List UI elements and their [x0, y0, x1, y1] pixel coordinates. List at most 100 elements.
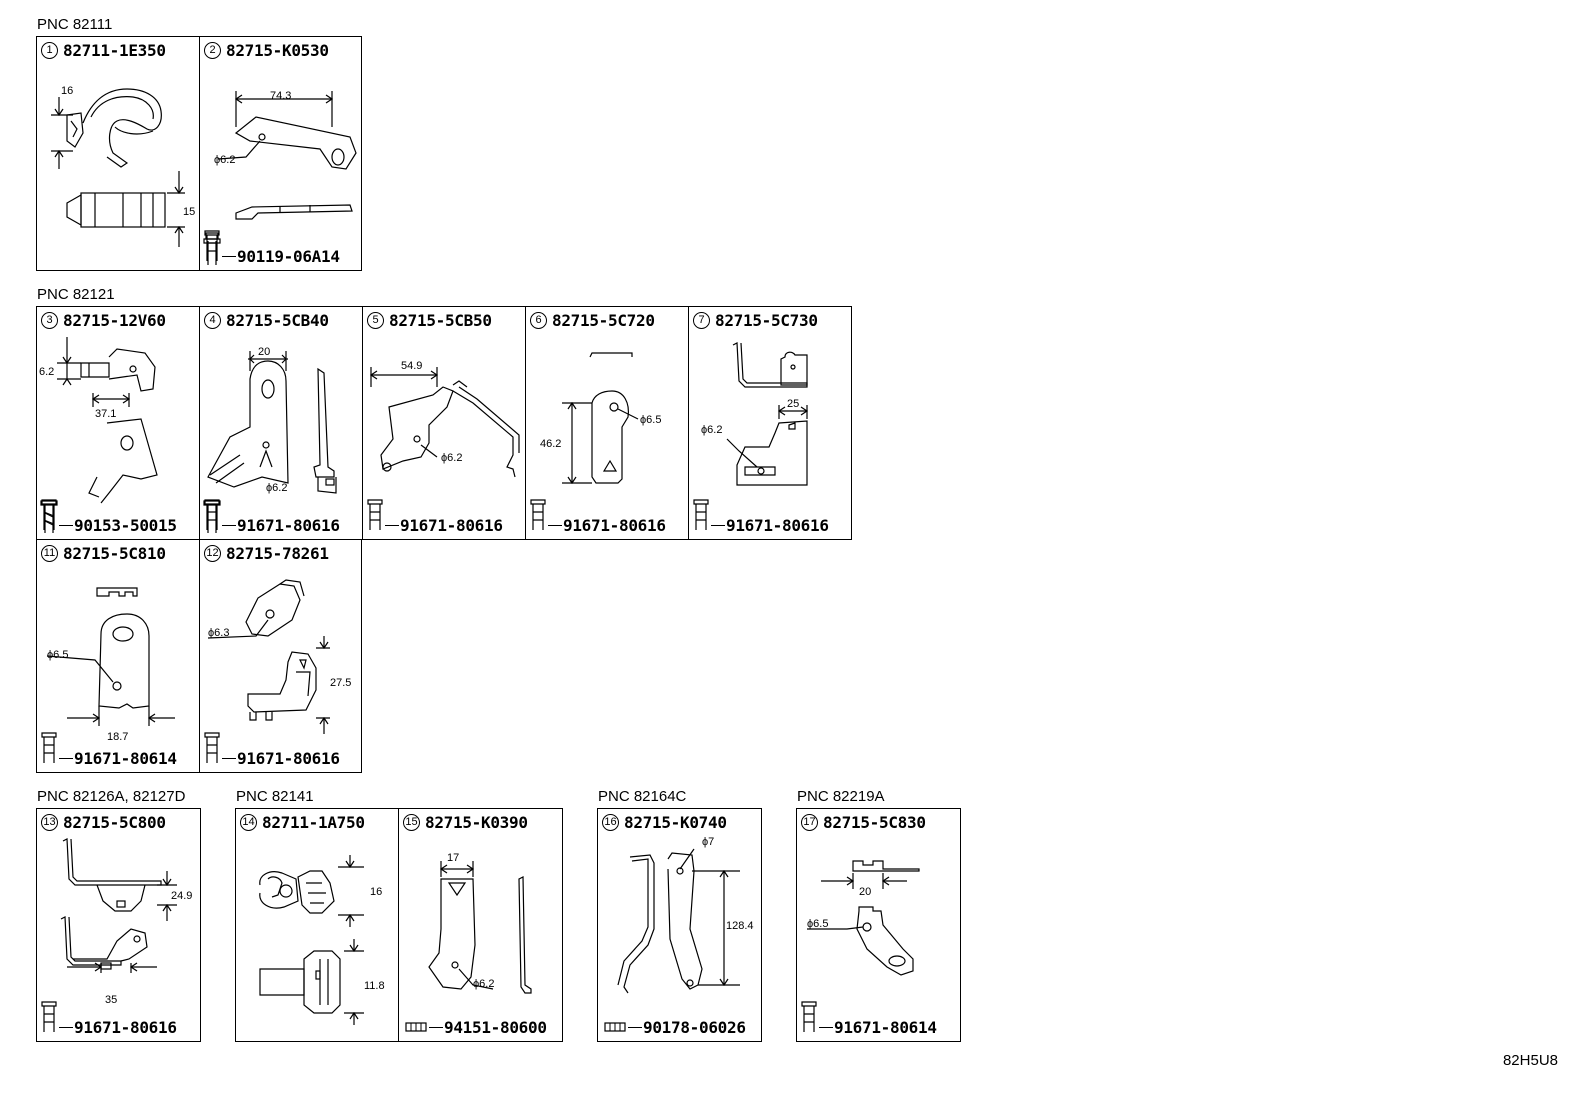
dim-25: 25 [787, 398, 799, 410]
callout-number: 16 [602, 814, 619, 831]
panel-part-2[interactable]: 74.3 ϕ6.2 2 82715-K0530 90119-06A14 [199, 36, 362, 271]
dim-dia-6-3: ϕ6.3 [208, 627, 229, 639]
fastener-3: 90153-50015 [57, 516, 177, 535]
dim-74-3: 74.3 [270, 90, 291, 102]
part-header-11: 11 82715-5C810 [41, 544, 166, 563]
part-number[interactable]: 82715-K0530 [226, 41, 329, 60]
group-label-82219a: PNC 82219A [797, 788, 885, 805]
panel-part-5[interactable]: 54.9 ϕ6.2 5 82715-5CB50 91671-80616 [362, 306, 527, 540]
bracket-drawing-7: 25 ϕ6.2 [701, 342, 809, 486]
dim-dia-6-2: ϕ6.2 [441, 452, 462, 464]
panel-part-1[interactable]: 16 15 1 82711-1E350 [36, 36, 201, 271]
part-number[interactable]: 82715-5C830 [823, 813, 926, 832]
callout-number: 7 [693, 312, 710, 329]
panel-part-7[interactable]: 25 ϕ6.2 7 82715-5C730 91671-80616 [688, 306, 852, 540]
part-header-15: 15 82715-K0390 [403, 813, 528, 832]
callout-number: 2 [204, 42, 221, 59]
callout-number: 1 [41, 42, 58, 59]
dim-dia-6-2: ϕ6.2 [473, 978, 494, 990]
bracket-drawing-13: 24.9 35 [60, 838, 192, 1006]
group-label-82126a: PNC 82126A, 82127D [37, 788, 186, 805]
fastener-13: 91671-80616 [57, 1018, 177, 1037]
part-header-5: 5 82715-5CB50 [367, 311, 492, 330]
panel-part-4[interactable]: 20 ϕ6.2 4 82715-5CB40 91671-80616 [199, 306, 364, 540]
part-number[interactable]: 82715-5CB40 [226, 311, 329, 330]
fastener-number[interactable]: 94151-80600 [444, 1018, 547, 1037]
fastener-number[interactable]: 91671-80616 [563, 516, 666, 535]
part-header-14: 14 82711-1A750 [240, 813, 365, 832]
callout-number: 17 [801, 814, 818, 831]
dim-54-9: 54.9 [401, 360, 422, 372]
part-header-17: 17 82715-5C830 [801, 813, 926, 832]
dim-20: 20 [258, 346, 270, 358]
group-label-82111: PNC 82111 [37, 16, 113, 33]
fastener-number[interactable]: 90178-06026 [643, 1018, 746, 1037]
bracket-drawing-11: ϕ6.5 18.7 [46, 587, 175, 743]
panel-part-14[interactable]: 16 11.8 14 82711-1A750 [235, 808, 400, 1042]
group-label-82164c: PNC 82164C [598, 788, 687, 805]
callout-number: 12 [204, 545, 221, 562]
part-number[interactable]: 82715-12V60 [63, 311, 166, 330]
part-number[interactable]: 82715-K0390 [425, 813, 528, 832]
fastener-11: 91671-80614 [57, 749, 177, 768]
panel-part-6[interactable]: 46.2 ϕ6.5 6 82715-5C720 91671-80616 [525, 306, 690, 540]
leader-line [222, 758, 236, 759]
bracket-drawing-4: 20 ϕ6.2 [203, 346, 337, 533]
panel-part-11[interactable]: ϕ6.5 18.7 11 82715-5C810 91671-80614 [36, 539, 201, 773]
leader-line [385, 525, 399, 526]
fastener-6: 91671-80616 [546, 516, 666, 535]
leader-line [59, 525, 73, 526]
dim-dia-6-5: ϕ6.5 [640, 414, 661, 426]
fastener-number[interactable]: 91671-80616 [726, 516, 829, 535]
part-number[interactable]: 82715-5C800 [63, 813, 166, 832]
panel-part-13[interactable]: 24.9 35 13 82715-5C800 91671-80616 [36, 808, 201, 1042]
washer-icon [405, 1022, 427, 1032]
panel-part-15[interactable]: 17 ϕ6.2 15 82715-K0390 94151-80600 [398, 808, 563, 1042]
clamp-drawing-1: 16 15 [51, 85, 195, 247]
panel-part-3[interactable]: 6.2 37.1 3 82715-12V60 90153-50015 [36, 306, 201, 540]
group-label-82121: PNC 82121 [37, 286, 115, 303]
fastener-number[interactable]: 91671-80616 [237, 516, 340, 535]
fastener-number[interactable]: 91671-80614 [74, 749, 177, 768]
bracket-drawing-17: 20 ϕ6.5 [807, 860, 920, 976]
callout-number: 13 [41, 814, 58, 831]
part-number[interactable]: 82715-5C730 [715, 311, 818, 330]
dim-20: 20 [859, 886, 871, 898]
panel-part-12[interactable]: ϕ6.3 27.5 12 82715-78261 91671-80616 [199, 539, 362, 773]
part-number[interactable]: 82715-78261 [226, 544, 329, 563]
dim-46-2: 46.2 [540, 438, 561, 450]
bracket-drawing-5: 54.9 ϕ6.2 [369, 360, 520, 478]
callout-number: 11 [41, 545, 58, 562]
diagram-code: 82H5U8 [1502, 1052, 1558, 1069]
bracket-drawing-6: 46.2 ϕ6.5 [540, 352, 661, 485]
dim-37-1: 37.1 [95, 408, 116, 420]
bracket-drawing-16: ϕ7 128.4 [617, 836, 754, 994]
panel-part-16[interactable]: ϕ7 128.4 16 82715-K0740 90178-06026 [597, 808, 762, 1042]
callout-number: 5 [367, 312, 384, 329]
part-number[interactable]: 82715-5C720 [552, 311, 655, 330]
fastener-16: 90178-06026 [604, 1018, 746, 1037]
part-number[interactable]: 82715-K0740 [624, 813, 727, 832]
part-number[interactable]: 82715-5CB50 [389, 311, 492, 330]
part-header-12: 12 82715-78261 [204, 544, 329, 563]
part-header-7: 7 82715-5C730 [693, 311, 818, 330]
fastener-15: 94151-80600 [405, 1018, 547, 1037]
dim-dia-7: ϕ7 [702, 836, 714, 848]
fastener-number[interactable]: 91671-80616 [400, 516, 503, 535]
fastener-number[interactable]: 90153-50015 [74, 516, 177, 535]
dim-18-7: 18.7 [107, 731, 128, 743]
part-number[interactable]: 82715-5C810 [63, 544, 166, 563]
callout-number: 14 [240, 814, 257, 831]
fastener-number[interactable]: 91671-80616 [237, 749, 340, 768]
fastener-number[interactable]: 91671-80616 [74, 1018, 177, 1037]
fastener-number[interactable]: 90119-06A14 [237, 247, 340, 266]
fastener-2: 90119-06A14 [220, 247, 340, 266]
part-number[interactable]: 82711-1E350 [63, 41, 166, 60]
dim-24-9: 24.9 [171, 890, 192, 902]
panel-part-17[interactable]: 20 ϕ6.5 17 82715-5C830 91671-80614 [796, 808, 961, 1042]
fastener-number[interactable]: 91671-80614 [834, 1018, 937, 1037]
dim-27-5: 27.5 [330, 677, 351, 689]
leader-line [59, 1027, 73, 1028]
dim-dia-6-2: ϕ6.2 [214, 154, 235, 166]
part-number[interactable]: 82711-1A750 [262, 813, 365, 832]
